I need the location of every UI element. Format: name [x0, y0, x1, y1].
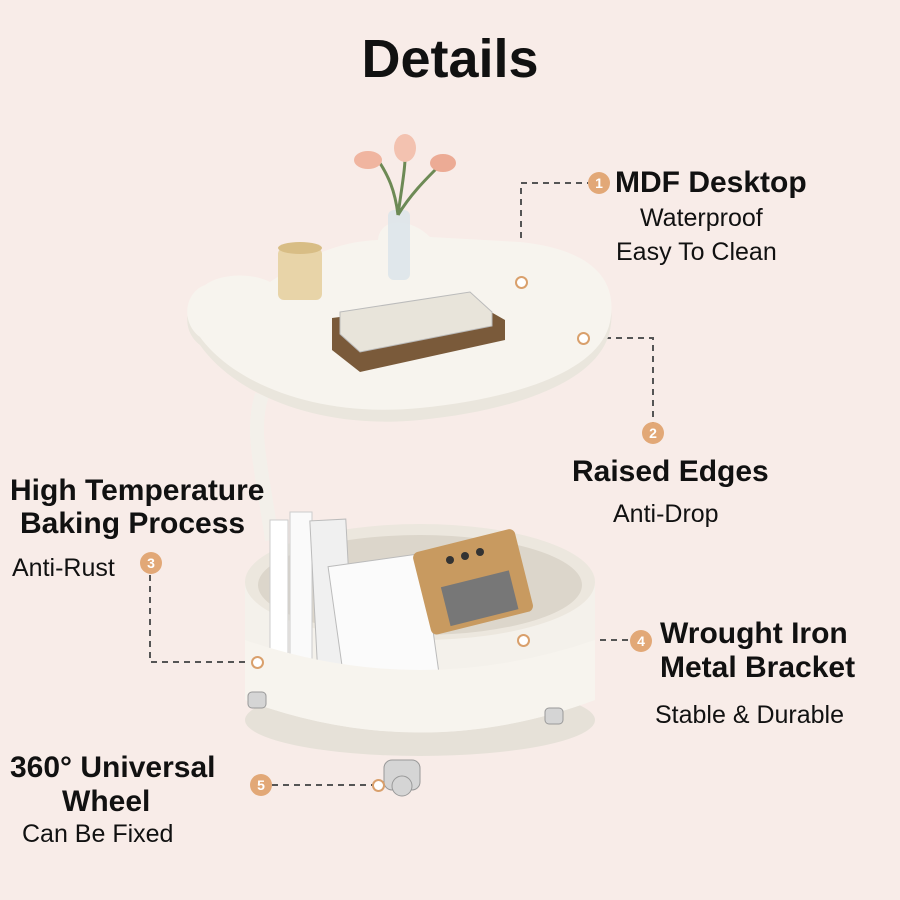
lower-basket: [245, 511, 595, 756]
callout-badge-4: 4: [630, 630, 652, 652]
callout-2-line-1: Anti-Drop: [613, 500, 719, 528]
callout-badge-1: 1: [588, 172, 610, 194]
callout-4-line-1: Stable & Durable: [655, 701, 845, 729]
callout-1-heading: MDF Desktop: [615, 166, 807, 199]
desktop-top: [187, 134, 612, 422]
callout-4-heading-line-1: Wrought Iron: [660, 617, 848, 650]
callout-3-heading-line-1: High Temperature: [10, 474, 265, 507]
page-title: Details: [361, 29, 539, 89]
callout-badge-5: 5: [250, 774, 272, 796]
callout-5-line-1: Can Be Fixed: [22, 820, 174, 848]
callout-5-heading-line-1: 360° Universal: [10, 751, 216, 784]
callout-2-heading: Raised Edges: [572, 455, 769, 488]
callout-5-heading-line-2: Wheel: [62, 785, 151, 818]
callout-badge-2: 2: [642, 422, 664, 444]
callout-dot-4: [517, 634, 530, 647]
callout-1-line-1: Waterproof: [640, 204, 763, 232]
callout-3-heading-line-2: Baking Process: [20, 507, 246, 540]
callout-3-line-1: Anti-Rust: [12, 554, 115, 582]
callout-dot-2: [577, 332, 590, 345]
table-stem: [249, 392, 279, 541]
callout-1-line-2: Easy To Clean: [616, 238, 777, 266]
wheels: [247, 691, 564, 797]
callout-dot-5: [372, 779, 385, 792]
callout-dot-3: [251, 656, 264, 669]
callout-badge-3: 3: [140, 552, 162, 574]
leader-line-3: [149, 575, 255, 663]
callout-dot-1: [515, 276, 528, 289]
callout-4-heading-line-2: Metal Bracket: [660, 651, 856, 684]
